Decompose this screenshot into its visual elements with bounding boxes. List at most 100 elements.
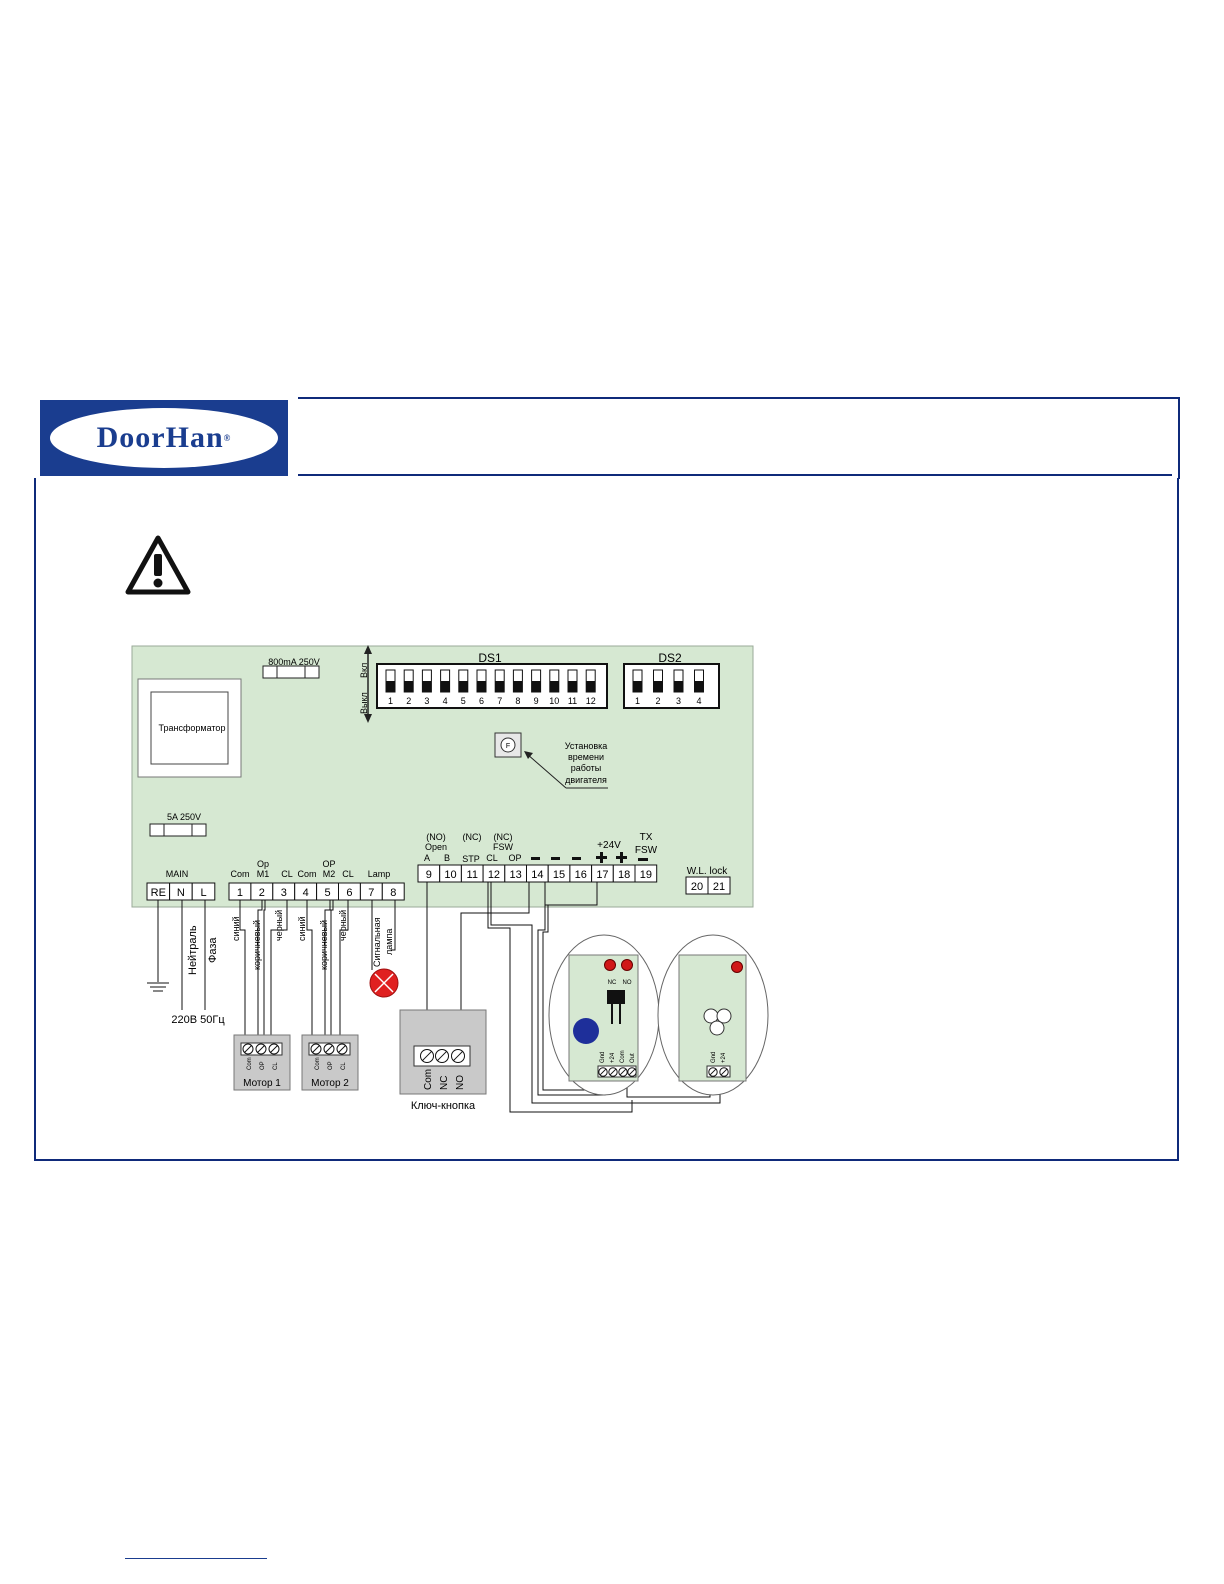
logo-text: DoorHan®	[50, 408, 278, 468]
ds1-on-label: Вкл	[359, 663, 369, 678]
nc2-label: (NC)	[494, 832, 513, 842]
ds1-switch-lever-7	[495, 681, 505, 692]
key-screws-slot-3	[453, 1051, 463, 1061]
tx-screws-slot-2	[720, 1068, 728, 1076]
ds1-number-6: 6	[479, 696, 484, 706]
logo-wordmark: DoorHan	[96, 421, 224, 454]
m1-cl-label: CL	[281, 869, 293, 879]
m2-screws-slot-1	[312, 1045, 320, 1053]
stp-label: STP	[462, 854, 480, 864]
rx-no-label: NO	[623, 980, 632, 986]
ds1-switch-lever-8	[513, 681, 523, 692]
rx-nc-label: NC	[608, 980, 617, 986]
ctrl-terms-label-18: 18	[618, 869, 630, 881]
m2-pin-cl: CL	[341, 1062, 347, 1070]
ds1-title: DS1	[478, 651, 502, 665]
ds1-switch-lever-4	[440, 681, 450, 692]
motor-terms-label-6: 6	[346, 887, 352, 899]
ctrl-terms-label-19: 19	[640, 869, 652, 881]
key-pin-nc: NC	[439, 1076, 450, 1090]
m1-label: M1	[257, 869, 270, 879]
lamp-label-1: Сигнальная	[372, 917, 382, 967]
ds1-switch-lever-3	[422, 681, 432, 692]
ctrl-terms-label-13: 13	[510, 869, 522, 881]
ds1-switch-lever-1	[386, 681, 395, 692]
m1-pin-op: OP	[260, 1061, 266, 1070]
motor-terms-label-8: 8	[390, 887, 396, 899]
rx-screws-slot-2	[609, 1068, 617, 1076]
timer-label-2: времени	[568, 752, 604, 762]
b-label: B	[444, 853, 450, 863]
m1-wire-brown: коричневый	[252, 920, 262, 970]
m1-pin-cl: CL	[273, 1062, 279, 1070]
ds1-number-12: 12	[586, 696, 596, 706]
wl-terms-label-21: 21	[713, 881, 725, 893]
m2-screws-slot-2	[325, 1045, 333, 1053]
nc1-label: (NC)	[463, 832, 482, 842]
a-label: A	[424, 853, 430, 863]
m2-wire-brown: коричневый	[319, 920, 329, 970]
header-frame	[298, 397, 1180, 479]
logo-oval: DoorHan®	[50, 408, 278, 468]
tx-pin-gnd: Gnd	[711, 1052, 717, 1063]
ds1-number-8: 8	[515, 696, 520, 706]
ds1-switch-lever-5	[458, 681, 468, 692]
tx-fsw-label: FSW	[635, 845, 658, 856]
logo-registered-mark: ®	[223, 433, 232, 443]
supply-label: 220В 50Гц	[171, 1014, 225, 1026]
tx-pin-24: +24	[721, 1052, 727, 1063]
ds2-switch-lever-3	[674, 681, 683, 692]
m1-com-label: Com	[230, 869, 249, 879]
rx-pin-out: Out	[630, 1053, 636, 1063]
rx-screws-slot-1	[599, 1068, 607, 1076]
ds2-number-2: 2	[655, 696, 660, 706]
doorhan-logo: DoorHan®	[40, 400, 288, 476]
m1-wire-black: черный	[274, 910, 284, 941]
ctrl-terms-label-11: 11	[467, 869, 478, 881]
main-terms-label-RE: RE	[151, 887, 166, 899]
motor-2-label: Мотор 2	[311, 1078, 349, 1089]
ds1-number-9: 9	[534, 696, 539, 706]
ctrl-terms-label-14: 14	[531, 869, 543, 881]
fuse-main	[149, 823, 207, 837]
m2-pin-op: OP	[328, 1061, 334, 1070]
ds2-number-4: 4	[696, 696, 701, 706]
ds1-switch-lever-12	[586, 681, 596, 692]
signal-lamp-icon	[369, 968, 399, 998]
motor-2: Com OP CL Мотор 2	[301, 1034, 359, 1091]
polarity-marks	[531, 852, 648, 863]
ctrl-terms-label-9: 9	[426, 869, 432, 881]
ctrl-terms-label-15: 15	[553, 869, 565, 881]
key-switch: Com NC NO Ключ-кнопка	[399, 1009, 487, 1112]
key-screws-slot-2	[437, 1051, 447, 1061]
ds1-number-5: 5	[461, 696, 466, 706]
ds2-title: DS2	[658, 651, 682, 665]
fsw-op-label: OP	[508, 853, 521, 863]
plus24-label: +24V	[597, 840, 621, 851]
ds1-number-3: 3	[424, 696, 429, 706]
open-label: Open	[425, 842, 447, 852]
key-screws-slot-1	[422, 1051, 432, 1061]
rx-pin-gnd: Gnd	[600, 1052, 606, 1063]
ctrl-terms-label-16: 16	[575, 869, 587, 881]
fuse-main-label: 5A 250V	[167, 812, 201, 822]
header-underline	[298, 474, 1172, 476]
photocell-transmitter: Gnd +24	[657, 934, 769, 1096]
fuse-top-label: 800mA 250V	[268, 657, 320, 667]
motor-terms-label-2: 2	[259, 887, 265, 899]
transformer-inner	[150, 691, 229, 765]
rx-screws-slot-3	[619, 1068, 627, 1076]
transformer-label: Трансформатор	[159, 723, 226, 733]
photocell-receiver: NC NO Gnd +24 Com Out	[548, 934, 660, 1096]
m1-screws-slot-2	[257, 1045, 265, 1053]
ctrl-terms-label-17: 17	[596, 869, 608, 881]
main-terms-label-L: L	[200, 887, 206, 899]
ds2-number-3: 3	[676, 696, 681, 706]
main-terms-cell-L	[191, 882, 216, 901]
m2-wire-black: черный	[338, 910, 348, 941]
m1-pin-com: Com	[247, 1057, 253, 1070]
